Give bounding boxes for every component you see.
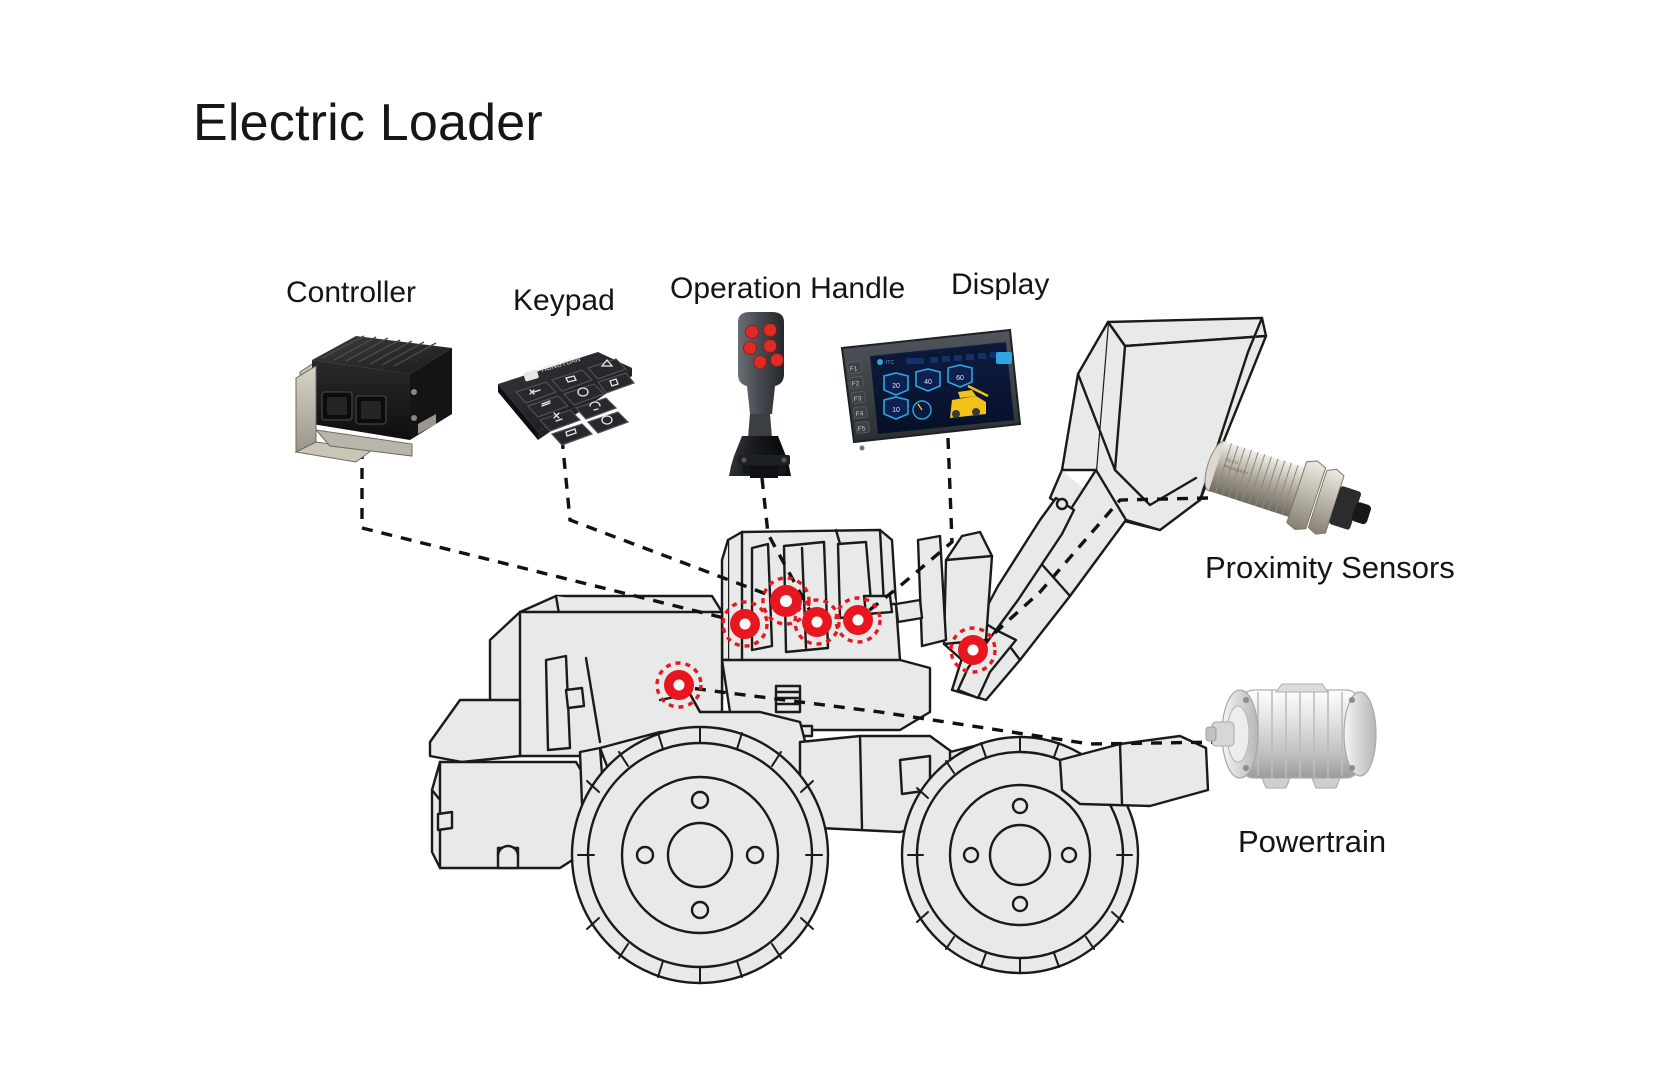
marker-powertrain[interactable] bbox=[655, 661, 703, 709]
proximity-sensor-icon[interactable]: ELCO PROXIMITY bbox=[1197, 429, 1380, 550]
svg-text:F4: F4 bbox=[855, 410, 864, 418]
leader-powertrain bbox=[689, 686, 1223, 746]
lower-link bbox=[1058, 734, 1210, 808]
label-operation-handle: Operation Handle bbox=[670, 272, 906, 305]
joystick-icon[interactable] bbox=[729, 312, 791, 478]
display-icon[interactable]: F1 F2 F3 F4 F5 ITC bbox=[840, 328, 1022, 451]
keypad-icon[interactable]: HONGYUAN bbox=[498, 352, 635, 446]
leader-controller bbox=[360, 448, 741, 624]
marker-keypad[interactable] bbox=[761, 576, 811, 626]
marker-display[interactable] bbox=[834, 596, 882, 644]
powertrain-icon[interactable] bbox=[1205, 683, 1377, 789]
label-proximity-sensors: Proximity Sensors bbox=[1205, 550, 1455, 585]
label-controller: Controller bbox=[286, 276, 417, 309]
front-wheel bbox=[900, 735, 1140, 975]
svg-text:10: 10 bbox=[892, 407, 900, 414]
svg-text:F1: F1 bbox=[849, 365, 858, 373]
svg-text:ITC: ITC bbox=[886, 360, 894, 366]
svg-text:20: 20 bbox=[892, 383, 900, 390]
leader-keypad bbox=[560, 437, 783, 602]
marker-controller[interactable] bbox=[721, 600, 769, 648]
leader-operation-handle bbox=[760, 477, 817, 621]
leader-proximity bbox=[976, 496, 1209, 650]
label-powertrain: Powertrain bbox=[1238, 824, 1387, 859]
svg-text:60: 60 bbox=[956, 375, 964, 382]
tilt-cylinder bbox=[956, 496, 1076, 700]
bucket bbox=[1048, 316, 1268, 532]
marker-proximity[interactable] bbox=[949, 626, 997, 674]
marker-operation-handle[interactable] bbox=[793, 598, 841, 646]
rear-body bbox=[428, 610, 724, 764]
svg-text:F3: F3 bbox=[853, 395, 862, 403]
svg-text:ELCO: ELCO bbox=[1226, 457, 1240, 466]
rear-wheel bbox=[570, 725, 830, 985]
label-keypad: Keypad bbox=[513, 284, 615, 317]
page-title: Electric Loader bbox=[193, 94, 543, 152]
controller-icon[interactable] bbox=[294, 335, 452, 463]
operator-cab bbox=[720, 528, 924, 674]
svg-text:40: 40 bbox=[924, 379, 932, 386]
label-display: Display bbox=[951, 268, 1050, 301]
svg-text:F5: F5 bbox=[857, 425, 866, 433]
svg-text:F2: F2 bbox=[851, 380, 860, 388]
